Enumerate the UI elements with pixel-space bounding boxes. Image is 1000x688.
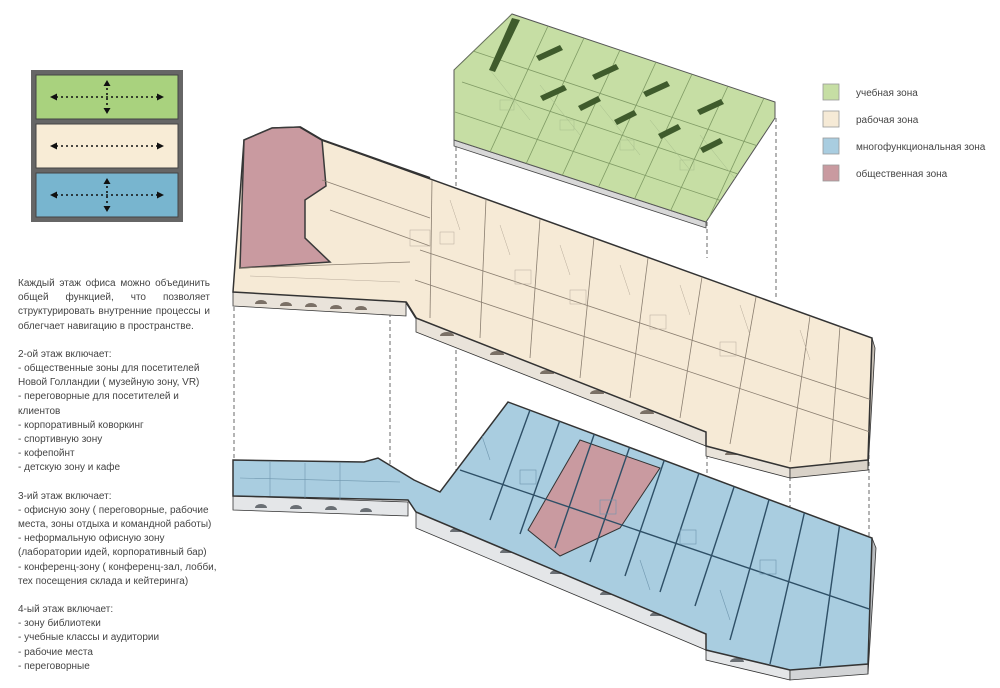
floor-4-study-zone <box>453 13 776 229</box>
section-line: - детскую зону и кафе <box>18 462 121 474</box>
legend-label-study: учебная зона <box>856 87 918 99</box>
section-heading: 3-ий этаж включает: <box>18 490 112 502</box>
legend-swatch-multi <box>822 137 840 155</box>
section-line: - спортивную зону <box>18 434 103 446</box>
floor-2 <box>232 126 876 479</box>
description: Каждый этаж офиса можно объединить общей… <box>18 277 217 688</box>
section-heading: 2-ой этаж включает: <box>18 348 112 360</box>
section-line: - офисную зону ( переговорные, рабочие <box>18 504 209 516</box>
legend-label-work: рабочая зона <box>856 114 919 126</box>
floor-4-section: 4-ый этаж включает: - зону библиотеки - … <box>18 603 210 674</box>
section-line: клиентов <box>18 405 61 417</box>
legend-swatch-work <box>822 110 840 128</box>
legend-label-public: общественная зона <box>856 168 948 180</box>
section-line: Новой Голландии ( музейную зону, VR) <box>18 377 200 389</box>
legend-swatch-public <box>822 164 840 182</box>
legend-label-multi: многофункциональная зона <box>856 141 986 153</box>
description-intro: Каждый этаж офиса можно объединить общей… <box>18 278 210 332</box>
section-line: (лаборатории идей, корпоративный бар) <box>18 547 207 559</box>
section-line: - зону библиотеки <box>18 618 101 630</box>
section-line: - неформальную офисную зону <box>18 533 165 545</box>
section-line: - общественные зоны для посетителей <box>18 363 200 375</box>
section-line: - переговорные <box>18 660 90 672</box>
section-line: - корпоративный коворкинг <box>18 419 144 431</box>
section-line: - рабочие места <box>18 646 93 658</box>
zoning-schematic <box>31 70 183 222</box>
section-line: тех посещения склада и кейтеринга) <box>18 575 189 587</box>
section-line: - учебные классы и аудитории <box>18 632 160 644</box>
section-heading: 4-ый этаж включает: <box>18 604 114 616</box>
section-line: места, зоны отдыха и командной работы) <box>18 519 212 531</box>
section-line: - конференц-зону ( конференц-зал, лобби, <box>18 561 217 573</box>
floor-3-section: 3-ий этаж включает: - офисную зону ( пер… <box>18 490 217 589</box>
section-line: - кофепойнт <box>18 448 75 460</box>
section-line: - переговорные для посетителей и <box>18 391 179 403</box>
legend-swatch-study <box>822 83 840 101</box>
legend-swatches <box>822 83 840 182</box>
floor-3 <box>232 401 877 681</box>
floor-2-section: 2-ой этаж включает: - общественные зоны … <box>18 348 210 476</box>
